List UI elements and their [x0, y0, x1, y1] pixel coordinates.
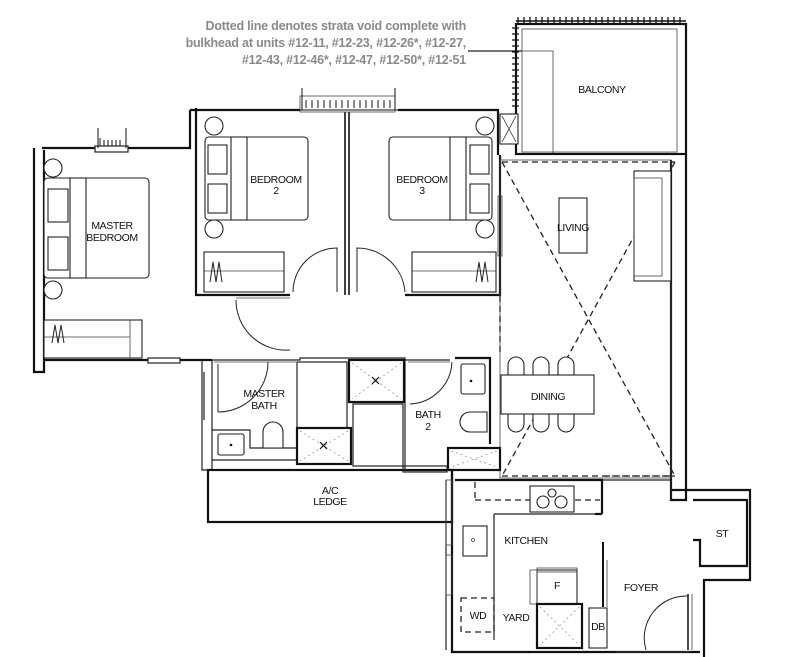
bedroom-2-door: [292, 247, 338, 293]
living-dining: LIVING DINING: [499, 159, 676, 479]
balcony: BALCONY: [512, 17, 688, 156]
kitchen: KITCHEN F WD YARD DB: [445, 478, 608, 650]
annotation-leader-to-void: [522, 50, 554, 155]
bedroom-3-label-1: BEDROOM: [396, 174, 447, 186]
master-bath-label-1: MASTER: [243, 388, 285, 400]
bedroom-2: BEDROOM 2: [203, 88, 396, 293]
db-cabinet: [588, 607, 608, 649]
coffee-table: [558, 197, 588, 254]
kitchen-sink: [462, 525, 488, 557]
dining-label: DINING: [531, 391, 566, 403]
sofa: [633, 170, 672, 282]
main-entrance-door: [643, 595, 689, 651]
bath-2-label-2: 2: [425, 421, 431, 433]
annotation-line-3: #12-43, #12-46*, #12-47, #12-50*, #12-51: [241, 53, 466, 67]
washer-dryer-label: WD: [470, 610, 488, 622]
bath-2-label-1: BATH: [415, 409, 441, 421]
bedroom-2-label-2: 2: [273, 185, 279, 197]
master-bath-label-2: BATH: [251, 400, 277, 412]
ac-ledge-label-1: A/C: [322, 485, 339, 497]
store-label: ST: [716, 528, 730, 540]
master-bath-door: [217, 361, 269, 413]
annotation-line-2: bulkhead at units #12-11, #12-23, #12-26…: [185, 36, 467, 50]
kitchen-label: KITCHEN: [504, 535, 547, 547]
foyer-label: FOYER: [624, 582, 659, 594]
living-label: LIVING: [557, 222, 589, 234]
bath-2-door: [409, 361, 453, 405]
store-room: ST: [693, 498, 749, 568]
bedroom-3-door: [356, 247, 406, 293]
master-bedroom-label-2: BEDROOM: [86, 232, 137, 244]
bedroom-2-wardrobe: [203, 251, 285, 293]
yard-label: YARD: [503, 612, 531, 624]
dining-table: DINING: [500, 356, 595, 433]
bedroom-3: BEDROOM 3: [356, 113, 519, 293]
db-label: DB: [591, 621, 605, 633]
balcony-label: BALCONY: [578, 84, 626, 96]
fridge-label: F: [554, 580, 560, 592]
master-bedroom: MASTER BEDROOM: [43, 128, 150, 359]
fridge: [536, 569, 578, 605]
annotation-line-1: Dotted line denotes strata void complete…: [205, 19, 467, 33]
foyer: FOYER: [602, 475, 693, 653]
bedroom-3-wardrobe: [411, 251, 497, 293]
bedroom-2-label-1: BEDROOM: [250, 174, 301, 186]
ac-ledge-label-2: LEDGE: [313, 496, 347, 508]
strata-void-annotation: Dotted line denotes strata void complete…: [150, 18, 467, 69]
bedroom-3-label-2: 3: [419, 185, 425, 197]
master-bath: MASTER BATH: [212, 357, 406, 470]
bath-2: BATH 2: [402, 356, 502, 473]
master-bedroom-label-1: MASTER: [91, 220, 133, 232]
master-bedroom-door: [235, 299, 291, 351]
ac-ledge: A/C LEDGE: [313, 485, 347, 508]
